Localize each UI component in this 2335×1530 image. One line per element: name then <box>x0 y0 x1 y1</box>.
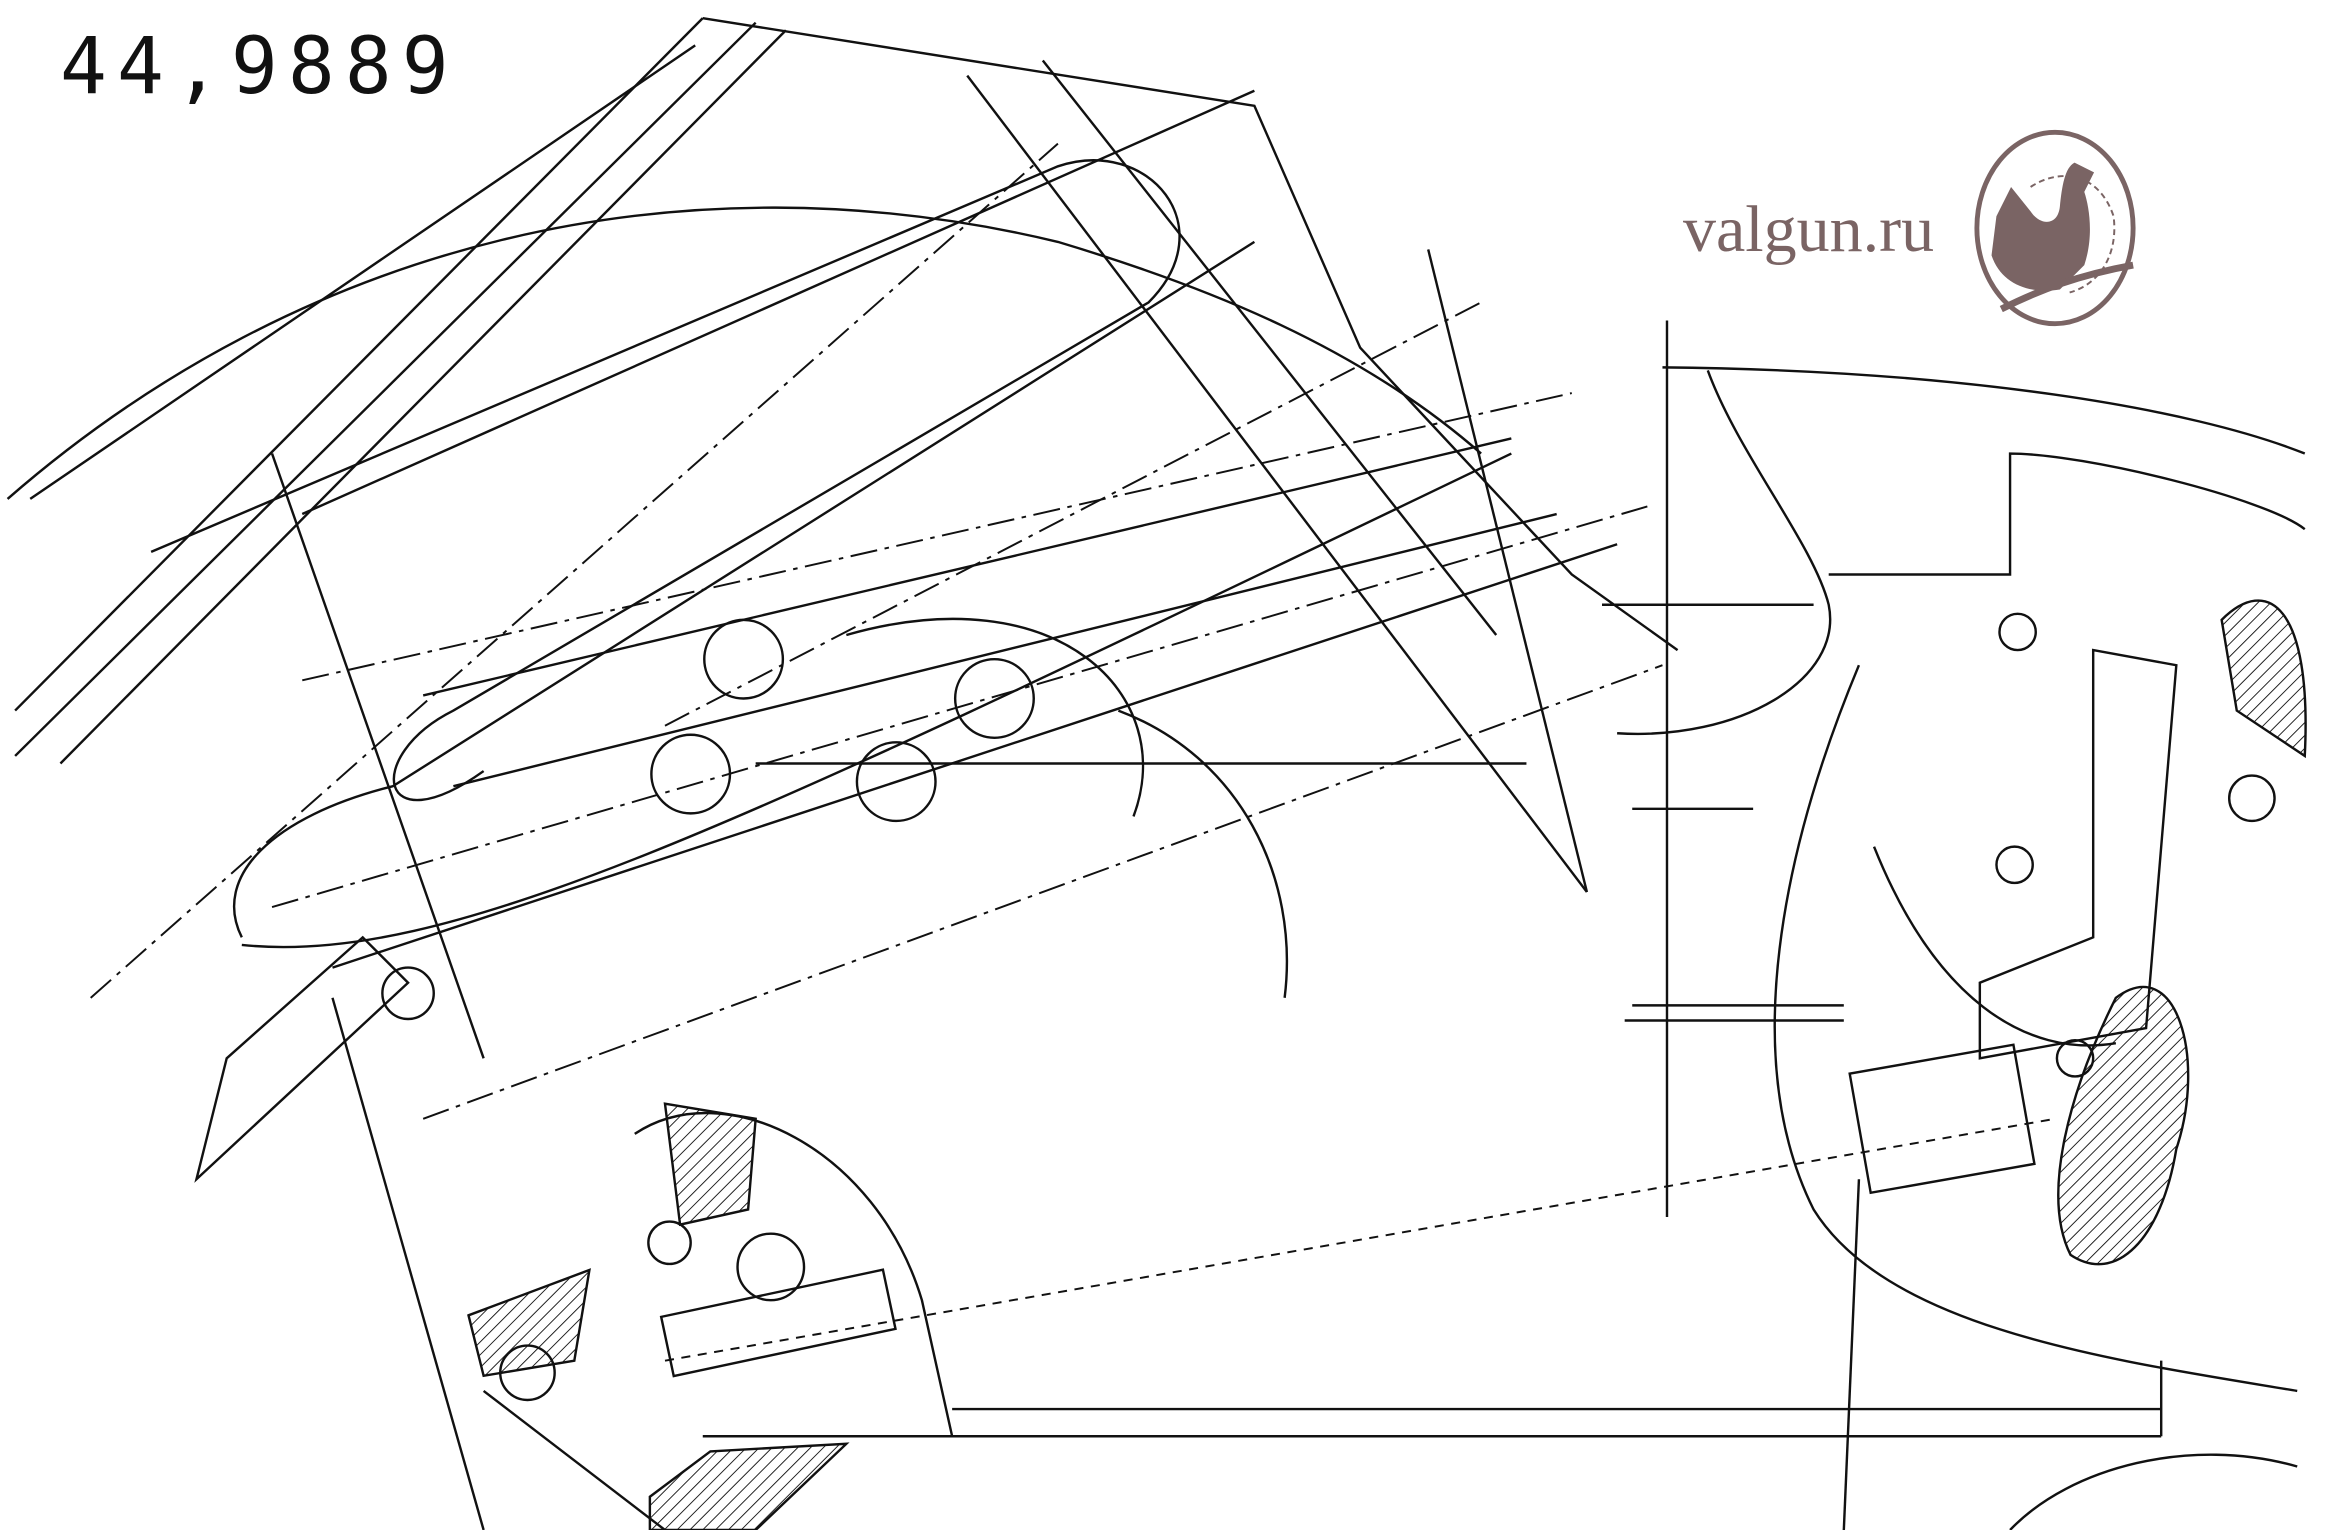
logo-text: valgun.ru <box>1683 193 1935 266</box>
capercaillie-bird-icon <box>1974 129 2136 327</box>
drawing-number-label: 44,9889 <box>60 22 459 112</box>
barrel-assembly-left <box>6 16 2162 1530</box>
lock-mechanism-right <box>1602 320 2307 1530</box>
